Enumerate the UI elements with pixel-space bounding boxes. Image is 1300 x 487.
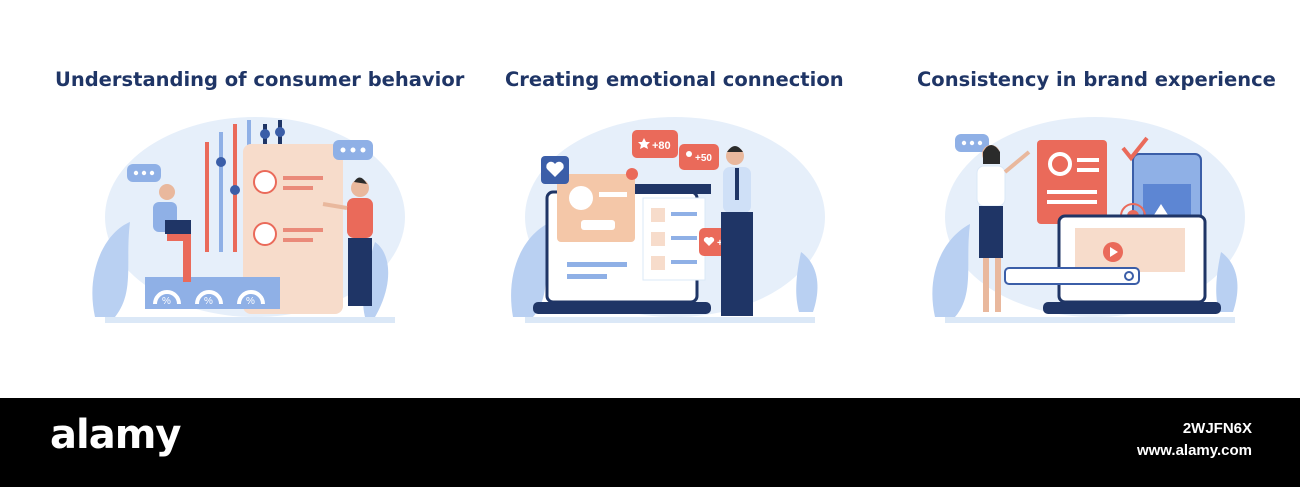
panel-title-emotional-connection: Creating emotional connection	[505, 68, 844, 91]
panel-title-consumer-behavior: Understanding of consumer behavior	[55, 68, 465, 91]
leaf-decoration	[796, 252, 818, 312]
profile-card	[557, 174, 635, 242]
image-id: 2WJFN6X	[1182, 420, 1252, 437]
follow-badge-count: +50	[695, 153, 712, 164]
user-icon	[569, 186, 593, 210]
man-with-laptop	[153, 184, 191, 282]
site-url[interactable]: www.alamy.com	[1136, 442, 1252, 459]
gauge-label: %	[162, 296, 171, 307]
laptop-icon	[1043, 214, 1221, 314]
leaf-decoration	[511, 224, 547, 317]
report-card	[1037, 140, 1107, 224]
person-avatar-icon	[253, 170, 277, 194]
checkmark-icon	[1121, 136, 1149, 162]
gauge-label: %	[204, 296, 213, 307]
user-icon	[686, 151, 692, 157]
brand-logo: alamy	[50, 412, 181, 458]
person-avatar-icon	[253, 222, 277, 246]
chat-bubble-icon	[127, 164, 161, 182]
percent-gauge-icon: % % %	[145, 277, 280, 309]
illustration-consumer-behavior: % % %	[92, 117, 405, 323]
heart-icon	[541, 156, 569, 184]
gauge-label: %	[246, 296, 255, 307]
chat-bubble-icon	[955, 134, 989, 152]
search-bar	[1004, 267, 1140, 285]
leaf-decoration	[92, 222, 130, 317]
woman-presenter	[976, 145, 1031, 312]
star-badge: +80	[632, 130, 678, 158]
man-presenter	[721, 146, 753, 316]
star-badge-count: +80	[652, 140, 671, 152]
laptop-icon	[165, 220, 191, 234]
heart-icon	[703, 237, 715, 246]
illustration-emotional-connection: +80 +50 +100	[511, 117, 825, 323]
illustration-brand-experience	[932, 117, 1245, 323]
leaf-decoration	[1216, 252, 1238, 312]
content-list	[642, 197, 706, 281]
follow-badge: +50	[679, 144, 719, 170]
footer-bar: alamy 2WJFN6X www.alamy.com	[0, 398, 1300, 487]
leaf-decoration	[932, 224, 970, 317]
panel-title-brand-experience: Consistency in brand experience	[917, 68, 1276, 91]
star-icon	[638, 138, 650, 149]
search-icon	[1124, 271, 1134, 281]
close-icon	[626, 168, 638, 180]
woman-presenter	[322, 177, 373, 306]
chat-bubble-icon	[333, 140, 373, 160]
